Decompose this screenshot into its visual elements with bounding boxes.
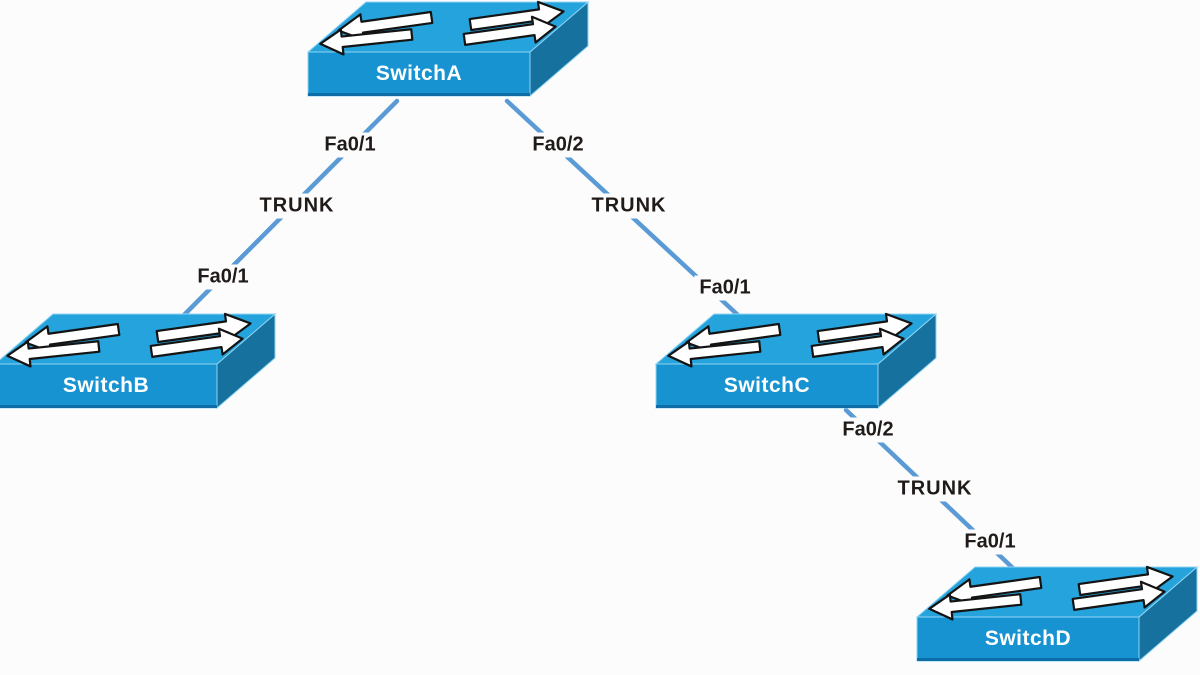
interface-label-switchc-fa0-1: Fa0/1: [694, 275, 756, 301]
trunk-label-a-b: TRUNK: [254, 193, 340, 219]
interface-label-switchb-fa0-1: Fa0/1: [192, 264, 254, 290]
interface-label-switcha-fa0-1: Fa0/1: [319, 132, 381, 158]
trunk-label-a-c: TRUNK: [586, 193, 672, 219]
interface-label-switchc-fa0-2: Fa0/2: [837, 417, 899, 443]
switch-label-switchb: SwitchB: [62, 374, 150, 397]
trunk-label-c-d: TRUNK: [892, 476, 978, 502]
switch-label-switcha: SwitchA: [375, 62, 463, 85]
switch-label-switchc: SwitchC: [723, 374, 811, 397]
switch-node-switcha: SwitchA: [306, 0, 598, 100]
switch-node-switchc: SwitchC: [654, 309, 946, 412]
switch-label-switchd: SwitchD: [984, 627, 1072, 650]
switch-node-switchb: SwitchB: [0, 309, 285, 412]
interface-label-switchd-fa0-1: Fa0/1: [959, 529, 1021, 555]
interface-label-switcha-fa0-2: Fa0/2: [527, 132, 589, 158]
switch-node-switchd: SwitchD: [915, 562, 1200, 665]
